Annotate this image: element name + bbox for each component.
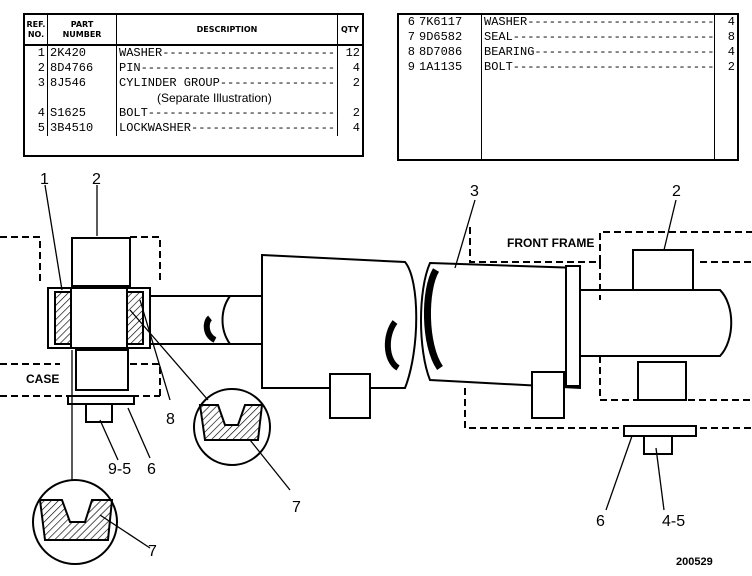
rod-right — [580, 289, 733, 357]
row-part: 8J546 — [47, 76, 117, 91]
callout-7-bottom: 7 — [148, 543, 157, 560]
row-ref: 3 — [25, 76, 48, 91]
row-qty: 8 — [727, 30, 735, 44]
row-part: 3B4510 — [47, 121, 117, 136]
row-ref: 7 — [407, 30, 415, 44]
parts-table-right: 6 7K6117 WASHER-------------------------… — [397, 13, 739, 161]
table-row: 9 1A1135 BOLT---------------------------… — [399, 60, 737, 75]
row-part — [47, 91, 117, 106]
table-row: 5 3B4510 LOCKWASHER---------------------… — [25, 121, 362, 136]
figure-number: 200529 — [676, 556, 713, 568]
row-ref: 6 — [407, 15, 415, 29]
row-desc: WASHER------------------------------- — [481, 15, 715, 30]
row-part: S1625 — [47, 106, 117, 121]
row-desc: CYLINDER GROUP------------------- — [116, 76, 338, 91]
cylinder-body-left — [261, 253, 418, 389]
row-desc-note: (Separate Illustration) — [116, 91, 338, 106]
row-part: 8D4766 — [47, 61, 117, 76]
callout-6-left: 6 — [147, 461, 156, 478]
case-outline — [0, 236, 41, 283]
ref-header: REF. NO. — [25, 15, 48, 45]
row-qty: 4 — [727, 45, 735, 59]
qty-header: QTY — [340, 24, 360, 34]
case-label: CASE — [26, 372, 60, 386]
row-desc: BEARING------------------------------ — [481, 45, 715, 60]
description-header: DESCRIPTION — [116, 15, 338, 45]
table-row: 1 2K420 WASHER--------------------------… — [25, 45, 362, 61]
row-qty: 4 — [352, 61, 360, 75]
callout-6-right: 6 — [596, 513, 605, 530]
table-row: 8 8D7086 BEARING------------------------… — [399, 45, 737, 60]
callout-3: 3 — [470, 183, 479, 200]
pin-right — [632, 249, 694, 291]
table-row: (Separate Illustration) — [25, 91, 362, 106]
row-part: 7K6117 — [417, 15, 482, 30]
row-part: 1A1135 — [417, 60, 482, 75]
row-ref: 5 — [25, 121, 48, 136]
front-frame-label: FRONT FRAME — [507, 236, 595, 250]
bolt-head-right — [643, 435, 673, 455]
parts-table-left: REF. NO. PART NUMBER DESCRIPTION QTY 1 2… — [23, 13, 364, 157]
row-ref: 1 — [25, 45, 48, 61]
table-row-empty — [399, 75, 737, 159]
row-qty: 2 — [352, 106, 360, 120]
callout-2-left: 2 — [92, 171, 101, 188]
table-row: 6 7K6117 WASHER-------------------------… — [399, 15, 737, 30]
row-part: 8D7086 — [417, 45, 482, 60]
row-desc: BOLT--------------------------------- — [481, 60, 715, 75]
table-row: 7 9D6582 SEAL---------------------------… — [399, 30, 737, 45]
row-desc: SEAL--------------------------------- — [481, 30, 715, 45]
row-qty: 4 — [727, 15, 735, 29]
row-part: 9D6582 — [417, 30, 482, 45]
row-qty: 4 — [352, 121, 360, 135]
row-part: 2K420 — [47, 45, 117, 61]
callout-9-5: 9-5 — [108, 461, 132, 478]
row-desc: WASHER---------------------------- — [116, 45, 338, 61]
callout-1: 1 — [40, 171, 49, 188]
part-header: PART NUMBER — [47, 15, 117, 45]
bolt-head-left — [85, 403, 113, 423]
row-desc: BOLT------------------------------ — [116, 106, 338, 121]
cylinder-body-right — [420, 261, 581, 390]
table-row: 4 S1625 BOLT----------------------------… — [25, 106, 362, 121]
row-desc: PIN------------------------------ — [116, 61, 338, 76]
row-desc: LOCKWASHER----------------------- — [116, 121, 338, 136]
row-ref: 4 — [25, 106, 48, 121]
row-qty: 2 — [352, 76, 360, 90]
callout-2-right: 2 — [672, 183, 681, 200]
callout-4-5: 4-5 — [662, 513, 686, 530]
washer-right — [623, 425, 697, 437]
rod-left — [150, 295, 262, 345]
row-qty: 12 — [345, 46, 360, 60]
table-row: 2 8D4766 PIN----------------------------… — [25, 61, 362, 76]
row-qty: 2 — [727, 60, 735, 74]
row-ref: 8 — [407, 45, 415, 59]
row-ref: 9 — [407, 60, 415, 74]
row-ref: 2 — [25, 61, 48, 76]
table-row: 3 8J546 CYLINDER GROUP------------------… — [25, 76, 362, 91]
washer-left — [67, 395, 135, 405]
pin-left — [71, 237, 131, 287]
callout-8: 8 — [166, 411, 175, 428]
row-ref — [25, 91, 48, 106]
callout-7-mid: 7 — [292, 499, 301, 516]
